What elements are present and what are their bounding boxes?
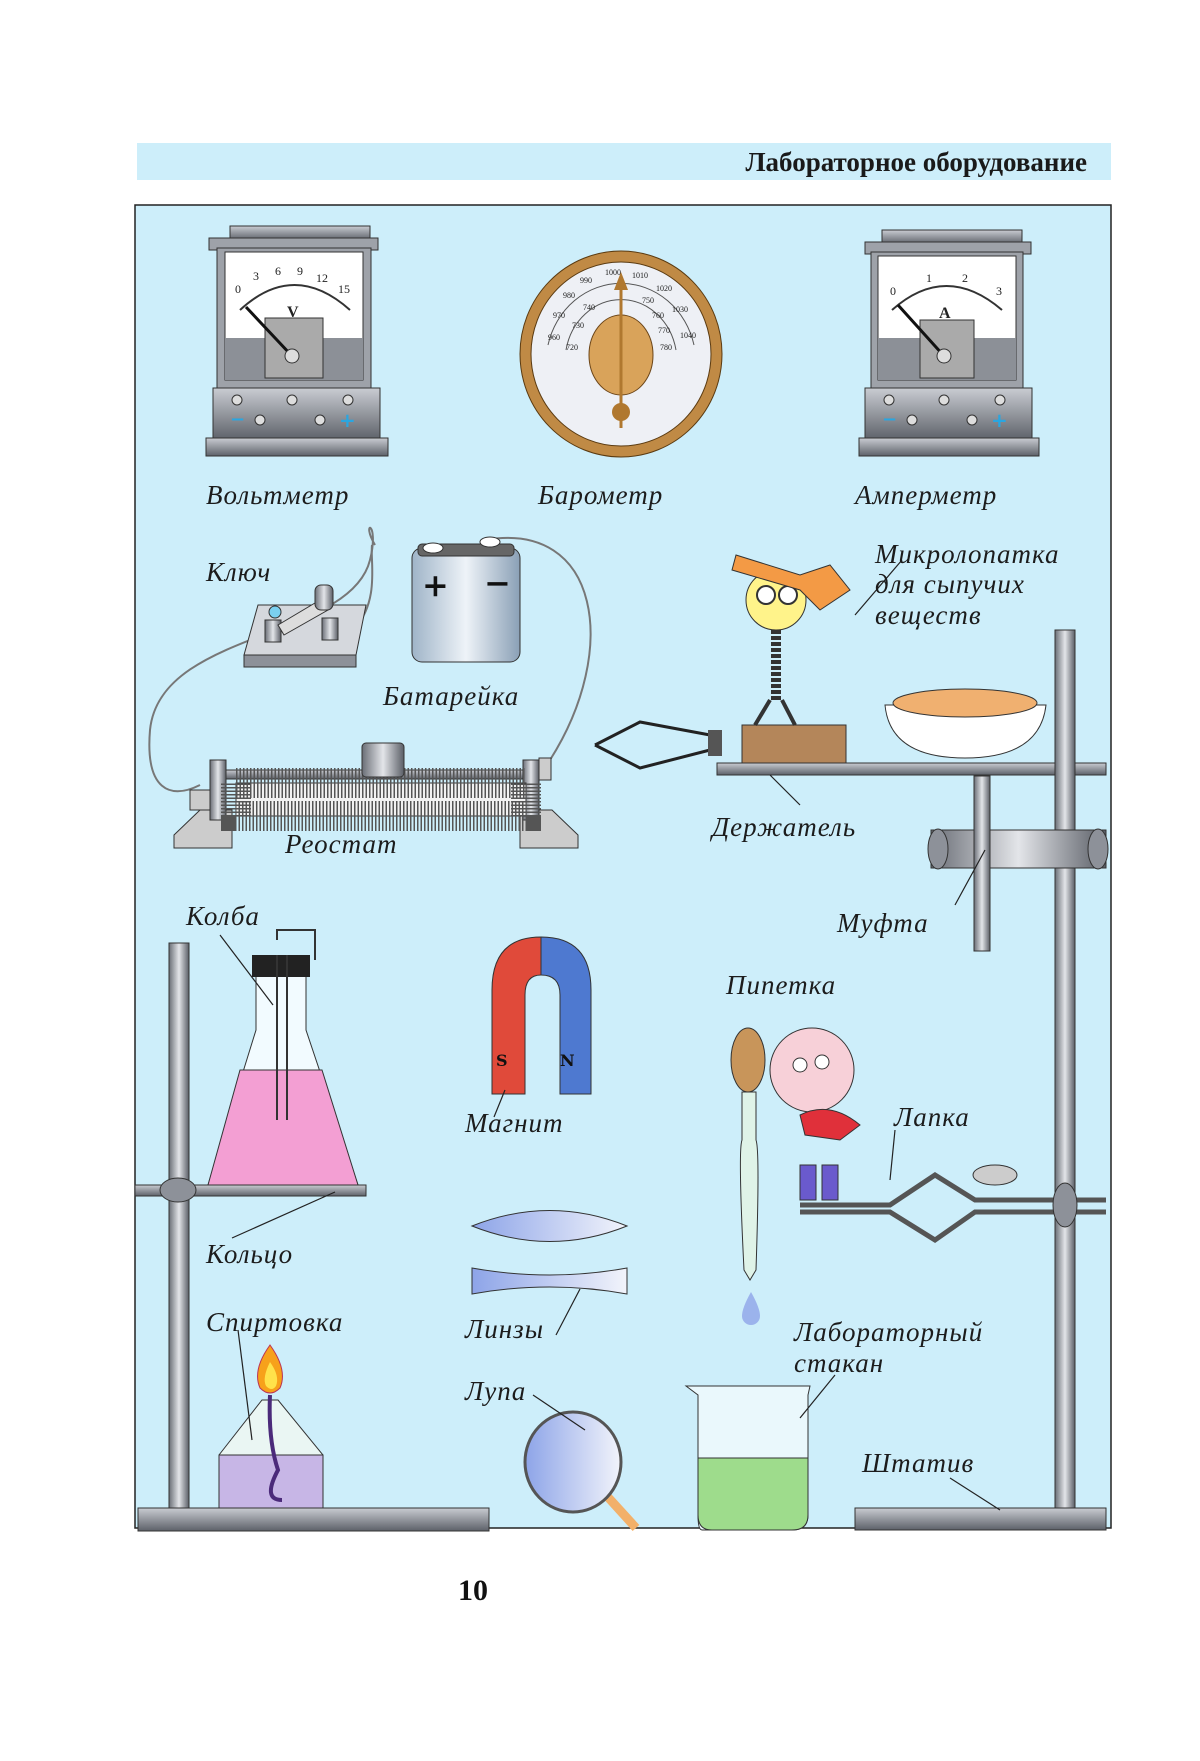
scale-label: 9 — [297, 264, 303, 278]
scale-label: 960 — [548, 333, 560, 342]
label-coupling: Муфта — [836, 908, 929, 938]
scale-label: 1020 — [656, 284, 672, 293]
scale-label: 6 — [275, 264, 281, 278]
scale-label: 1000 — [605, 268, 621, 277]
label-beaker: Лабораторный — [793, 1317, 983, 1347]
south-pole-label: S — [496, 1051, 508, 1070]
scale-label: 12 — [316, 271, 328, 285]
plus-sign: + — [422, 566, 449, 604]
label-holder: Держатель — [709, 812, 856, 842]
header-band: Лабораторное оборудование — [137, 143, 1111, 180]
scale-label: 2 — [962, 271, 968, 285]
right-stand — [854, 629, 1109, 1531]
spatula-character — [731, 554, 851, 727]
label-pipette: Пипетка — [725, 970, 836, 1000]
scale-label: 720 — [566, 343, 578, 352]
scale-label: 3 — [253, 269, 259, 283]
magnet: S N — [491, 936, 592, 1095]
beaker — [684, 1385, 811, 1531]
minus-sign: − — [230, 409, 245, 430]
holder — [594, 720, 847, 770]
label-micro-spatula: для сыпучих — [875, 569, 1025, 599]
minus-sign: − — [882, 409, 897, 430]
page-title: Лабораторное оборудование — [745, 147, 1087, 177]
unit-label: V — [287, 304, 299, 321]
battery: + − — [411, 536, 521, 663]
label-barometer: Барометр — [537, 480, 663, 510]
scale-label: 15 — [338, 282, 350, 296]
pipette-character — [769, 1027, 861, 1201]
scale-label: 1 — [926, 271, 932, 285]
label-micro-spatula: веществ — [875, 600, 982, 630]
scale-label: 770 — [658, 326, 670, 335]
label-rheostat: Реостат — [284, 829, 397, 859]
scale-label: 0 — [235, 282, 241, 296]
wire — [484, 537, 592, 761]
stand-shelf — [716, 762, 1107, 776]
scale-label: 0 — [890, 284, 896, 298]
page-number: 10 — [458, 1574, 488, 1607]
scale-label: 990 — [580, 276, 592, 285]
north-pole-label: N — [560, 1051, 575, 1070]
plus-sign: + — [991, 408, 1008, 432]
rheostat — [173, 742, 579, 849]
barometer: 960 970 980 990 1000 1010 1020 1030 1040… — [519, 250, 723, 458]
scale-label: 3 — [996, 284, 1002, 298]
scale-label: 1010 — [632, 271, 648, 280]
concave-lens — [471, 1267, 628, 1295]
label-voltmeter: Вольтметр — [206, 480, 349, 510]
label-micro-spatula: Микролопатка — [874, 539, 1060, 569]
label-magnifier: Лупа — [464, 1376, 526, 1406]
bowl-with-powder — [884, 688, 1047, 759]
scale-label: 980 — [563, 291, 575, 300]
label-magnet: Магнит — [464, 1108, 564, 1138]
scale-label: 970 — [553, 311, 565, 320]
scale-label: 1040 — [680, 331, 696, 340]
coupling — [930, 829, 1107, 869]
scale-label: 750 — [642, 296, 654, 305]
label-lenses: Линзы — [464, 1314, 544, 1344]
flask — [207, 929, 359, 1186]
switch-key — [243, 584, 367, 668]
label-clamp: Лапка — [893, 1102, 970, 1132]
scale-label: 760 — [652, 311, 664, 320]
pipette — [730, 1027, 766, 1325]
convex-lens — [470, 1210, 629, 1242]
ammeter: 0 1 2 3 A − + — [858, 229, 1040, 457]
plus-sign: + — [339, 408, 356, 432]
label-beaker: стакан — [794, 1348, 884, 1378]
label-battery: Батарейка — [382, 681, 519, 711]
spirit-lamp — [218, 1344, 324, 1509]
unit-label: A — [939, 305, 951, 322]
label-ammeter: Амперметр — [853, 480, 997, 510]
scale-label: 730 — [572, 321, 584, 330]
label-spirit-lamp: Спиртовка — [206, 1307, 343, 1337]
label-stand: Штатив — [861, 1448, 974, 1478]
magnifier — [523, 1410, 640, 1532]
left-stand — [134, 942, 490, 1532]
voltmeter: 0 3 6 9 12 15 V − + — [205, 225, 389, 457]
label-ring: Кольцо — [205, 1239, 293, 1269]
label-flask: Колба — [185, 901, 260, 931]
clamp — [800, 1164, 1106, 1243]
scale-label: 780 — [660, 343, 672, 352]
label-key: Ключ — [205, 557, 271, 587]
minus-sign: − — [484, 564, 511, 602]
scale-label: 1030 — [672, 305, 688, 314]
scale-label: 740 — [583, 303, 595, 312]
leader-lines — [219, 559, 1001, 1511]
